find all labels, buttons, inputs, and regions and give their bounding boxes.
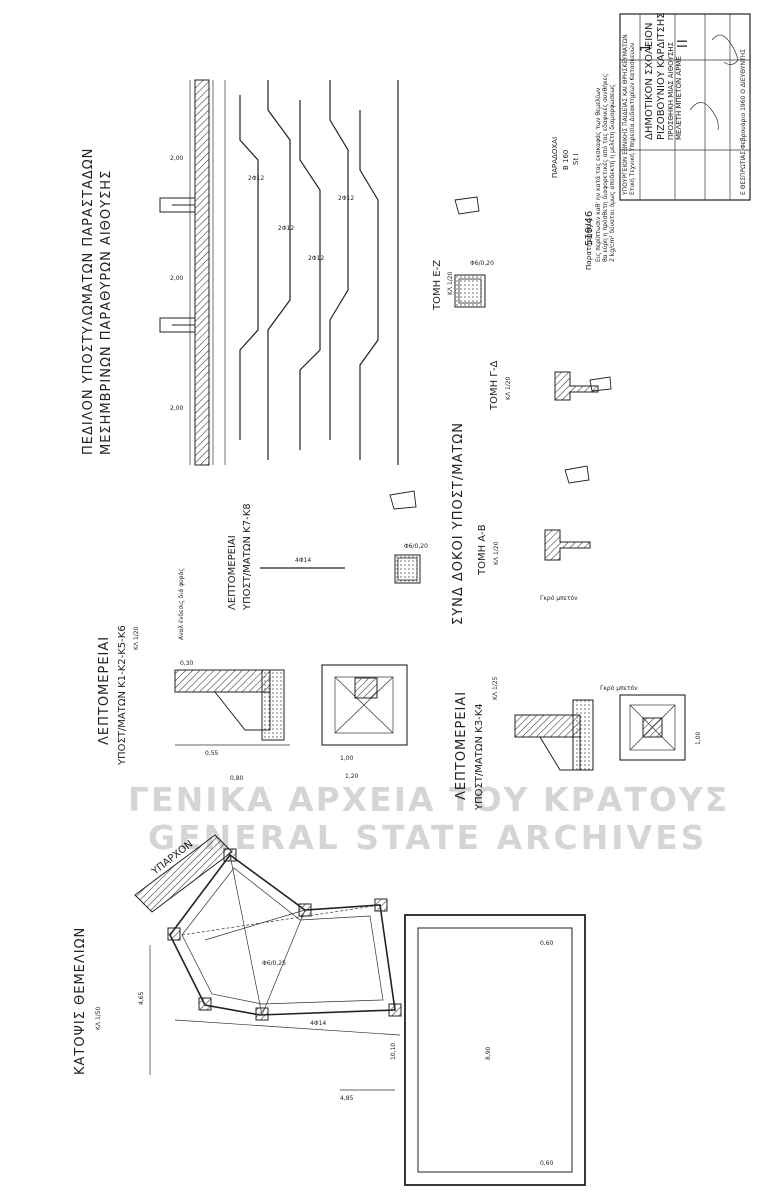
detail1-subtitle: ΥΠΟΣΤ/ΜΑΤΩΝ Κ1-Κ2-Κ5-Κ6 bbox=[117, 625, 128, 766]
rebar-bent bbox=[267, 80, 291, 460]
detail-k3-k4: ΛΕΠΤΟΜΕΡΕΙΑΙ ΥΠΟΣΤ/ΜΑΤΩΝ Κ3-Κ4 ΚΛ 1/25 Γ… bbox=[454, 676, 702, 811]
dim-label: 8,90 bbox=[485, 1046, 492, 1060]
footing-plan bbox=[619, 694, 686, 761]
notes-line: 2 kg/cm² δύναται όμως αποδεκτή η μελέτη … bbox=[609, 84, 616, 262]
footing-beam bbox=[194, 79, 210, 466]
footing-plan bbox=[321, 664, 408, 746]
beam-title: ΣΥΝΔ ΔΟΚΟΙ ΥΠΟΣΤ/ΜΑΤΩΝ bbox=[451, 422, 466, 625]
footing-base bbox=[261, 669, 285, 741]
dim-label: 1,00 bbox=[695, 731, 702, 745]
rebar-label: 2Φ12 bbox=[248, 175, 264, 182]
rebar-label: 2Φ12 bbox=[338, 195, 354, 202]
rebar-bent bbox=[359, 110, 379, 460]
slab-outline bbox=[404, 914, 586, 1186]
footing-column bbox=[174, 669, 271, 693]
steel-grade: St I bbox=[572, 154, 580, 165]
date-line: Ε ΘΕΣΠΡΩΤΙΑΣ Φεβρουάριο 1960 Ο ΔΙΕΥΘΥΝΤΗ… bbox=[740, 49, 747, 195]
detail1-title: ΛΕΠΤΟΜΕΡΕΙΑΙ bbox=[97, 636, 112, 745]
building-category: II bbox=[676, 38, 691, 48]
foundation-outline bbox=[169, 853, 396, 1016]
tomi-gd-title: ΤΟΜΗ Γ-Δ bbox=[489, 361, 500, 411]
archive-number: 519/46 bbox=[584, 211, 595, 246]
lean-concrete-label: Γκρό μπετόν bbox=[540, 595, 578, 602]
pedilon-subtitle: ΜΕΣΗΜΒΡΙΝΩΝ ΠΑΡΑΘΥΡΩΝ ΑΙΘΟΥΣΗΣ bbox=[99, 170, 114, 455]
school-location: ΡΙΖΟΒΟΥΝΙΟΥ ΚΑΡΔΙΤΣΗΣ bbox=[656, 12, 667, 140]
rebar-label: 4Φ14 bbox=[295, 557, 311, 564]
sheet-number: 1 bbox=[639, 43, 654, 52]
tomi-ez-title: ΤΟΜΗ Ε-Ζ bbox=[432, 260, 443, 311]
dim-label: 2,00 bbox=[170, 405, 184, 412]
signature-mark bbox=[711, 34, 739, 65]
concrete-grade: Β 160 bbox=[562, 150, 570, 170]
dim-label: 2,00 bbox=[170, 275, 184, 282]
school-name: ΔΗΜΟΤΙΚΟΝ ΣΧΟΛΕΙΟΝ bbox=[644, 22, 655, 140]
notes-line: θα εύρη η πρόσθετη διαφορετικές από τας … bbox=[602, 74, 609, 262]
detail2-title: ΛΕΠΤΟΜΕΡΕΙΑΙ bbox=[227, 535, 238, 610]
note-label: Αναλ ένδεσις διά φυράς bbox=[178, 568, 185, 640]
dim-label: 1,00 bbox=[340, 755, 354, 762]
drawing-subject: ΜΕΛΕΤΗ ΜΠΕΤΟΝ ΑΡΜΕ bbox=[675, 56, 683, 140]
footing-base bbox=[572, 699, 594, 771]
rebar-label: 4Φ14 bbox=[310, 1020, 326, 1027]
beam-sections: ΣΥΝΔ ΔΟΚΟΙ ΥΠΟΣΤ/ΜΑΤΩΝ ΤΟΜΗ Α-Β ΚΛ 1/20 … bbox=[389, 196, 612, 625]
plan-scale: ΚΛ 1/50 bbox=[95, 1006, 102, 1030]
materials-heading: ΠΑΡΑΔΟΧΑΙ bbox=[551, 137, 559, 178]
plan-title: ΚΑΤΟΨΙΣ ΘΕΜΕΛΙΩΝ bbox=[73, 927, 88, 1075]
watermark-english: GENERAL STATE ARCHIVES bbox=[148, 818, 708, 857]
detail2-subtitle: ΥΠΟΣΤ/ΜΑΤΩΝ Κ7-Κ8 bbox=[242, 503, 253, 611]
footing-column bbox=[514, 714, 581, 738]
rebar-bent bbox=[329, 80, 349, 440]
dim-label: 1,20 bbox=[345, 773, 359, 780]
dim-label: 0,80 bbox=[230, 775, 244, 782]
dim-label: 0,30 bbox=[180, 660, 194, 667]
ministry-text: ΥΠΟΥΡΓΕΙΟΝ ΕΘΝΙΚΗΣ ΠΑΙΔΕΙΑΣ ΚΑΙ ΘΡΗΣΚΕΥΜ… bbox=[622, 34, 629, 196]
pedilon-elevation: ΠΕΔΙΛΟΝ ΥΠΟΣΤΥΛΩΜΑΤΩΝ ΠΑΡΑΣΤΑΔΩΝ ΜΕΣΗΜΒΡ… bbox=[81, 79, 399, 466]
lean-concrete-label: Γκρό μπετόν bbox=[600, 685, 638, 692]
stirrup-label: Φ6/0,20 bbox=[470, 260, 494, 267]
beam-section-block bbox=[394, 554, 421, 584]
dim-label: 0,60 bbox=[540, 1160, 554, 1167]
pedilon-title: ΠΕΔΙΛΟΝ ΥΠΟΣΤΥΛΩΜΑΤΩΝ ΠΑΡΑΣΤΑΔΩΝ bbox=[81, 148, 96, 455]
stirrup-label: Φ6/0,20 bbox=[404, 543, 428, 550]
beam-section-block bbox=[454, 274, 486, 308]
foundation-plan: ΚΑΤΟΨΙΣ ΘΕΜΕΛΙΩΝ ΚΛ 1/50 ΥΠΑΡΧΟΝ 0,60 0,… bbox=[73, 834, 586, 1186]
title-block: ΥΠΟΥΡΓΕΙΟΝ ΕΘΝΙΚΗΣ ΠΑΙΔΕΙΑΣ ΚΑΙ ΘΡΗΣΚΕΥΜ… bbox=[584, 12, 751, 246]
dim-label: 10,10 bbox=[390, 1043, 397, 1060]
rebar-label: Φ6/0,25 bbox=[262, 960, 286, 967]
watermark-greek: ΓΕΝΙΚΑ ΑΡΧΕΙΑ ΤΟΥ ΚΡΑΤΟΥΣ bbox=[128, 780, 730, 819]
dim-label: 0,55 bbox=[205, 750, 219, 757]
dim-label: 4,85 bbox=[340, 1095, 354, 1102]
tomi-ab-scale: ΚΛ 1/20 bbox=[493, 541, 500, 565]
signature-mark bbox=[689, 102, 719, 131]
beam-section-profile bbox=[544, 529, 591, 561]
detail-k7-k8: ΛΕΠΤΟΜΕΡΕΙΑΙ ΥΠΟΣΤ/ΜΑΤΩΝ Κ7-Κ8 4Φ14 bbox=[227, 503, 345, 611]
rebar-bent bbox=[239, 95, 259, 440]
dim-label: 0,60 bbox=[540, 940, 554, 947]
notes-heading: Παρατηρήσεις bbox=[585, 219, 593, 270]
notes-block: Παρατηρήσεις Εις περίπτωσιν καθ' ην κατά… bbox=[551, 74, 616, 270]
dim-label: 2,00 bbox=[170, 155, 184, 162]
tomi-gd-scale: ΚΛ 1/20 bbox=[505, 376, 512, 400]
detail3-scale: ΚΛ 1/25 bbox=[492, 676, 499, 700]
ministry-sub-text: Ετική Τεχνική Υπηρεσία Διδακτηρίων Κατασ… bbox=[629, 42, 636, 195]
rebar-label: 2Φ12 bbox=[278, 225, 294, 232]
dim-label: 4,65 bbox=[138, 991, 145, 1005]
rebar-bent bbox=[299, 100, 321, 450]
tomi-ab-title: ΤΟΜΗ Α-Β bbox=[477, 524, 488, 576]
notes-line: Εις περίπτωσιν καθ' ην κατά τας εκσκαφάς… bbox=[595, 87, 602, 262]
detail3-title: ΛΕΠΤΟΜΕΡΕΙΑΙ bbox=[454, 691, 469, 800]
detail1-scale: ΚΛ 1/20 bbox=[133, 626, 140, 650]
detail-k1-k6: ΛΕΠΤΟΜΕΡΕΙΑΙ ΥΠΟΣΤ/ΜΑΤΩΝ Κ1-Κ2-Κ5-Κ6 ΚΛ … bbox=[97, 568, 408, 782]
beam-section-profile bbox=[554, 371, 599, 401]
rebar-label: 2Φ12 bbox=[308, 255, 324, 262]
tomi-ez-scale: ΚΛ 1/20 bbox=[447, 271, 454, 295]
project-name: ΠΡΟΣΘΗΚΗ ΜΙΑΣ ΑΙΘΟΥΣΗΣ bbox=[667, 42, 675, 140]
detail3-subtitle: ΥΠΟΣΤ/ΜΑΤΩΝ Κ3-Κ4 bbox=[474, 703, 485, 811]
